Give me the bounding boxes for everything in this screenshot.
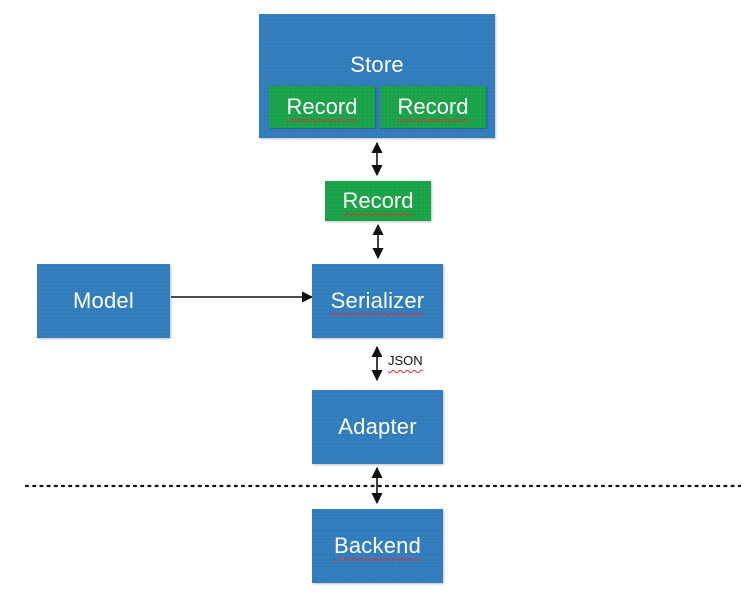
- backend-label: Backend: [333, 533, 421, 558]
- store-label: Store: [350, 52, 404, 77]
- record-label: Record: [342, 188, 414, 213]
- serializer-label: Serializer: [330, 288, 425, 313]
- json-edge-label: JSON: [388, 353, 423, 368]
- serializer-box: Serializer: [312, 264, 443, 338]
- model-box: Model: [37, 264, 170, 338]
- store-record-right-label: Record: [397, 94, 469, 119]
- record-box: Record: [325, 181, 431, 221]
- backend-box: Backend: [312, 509, 443, 583]
- adapter-box: Adapter: [312, 390, 443, 464]
- adapter-label: Adapter: [338, 414, 417, 439]
- model-label: Model: [73, 288, 134, 313]
- store-record-right: Record: [380, 86, 486, 128]
- store-record-left: Record: [269, 86, 375, 128]
- store-record-left-label: Record: [286, 94, 358, 119]
